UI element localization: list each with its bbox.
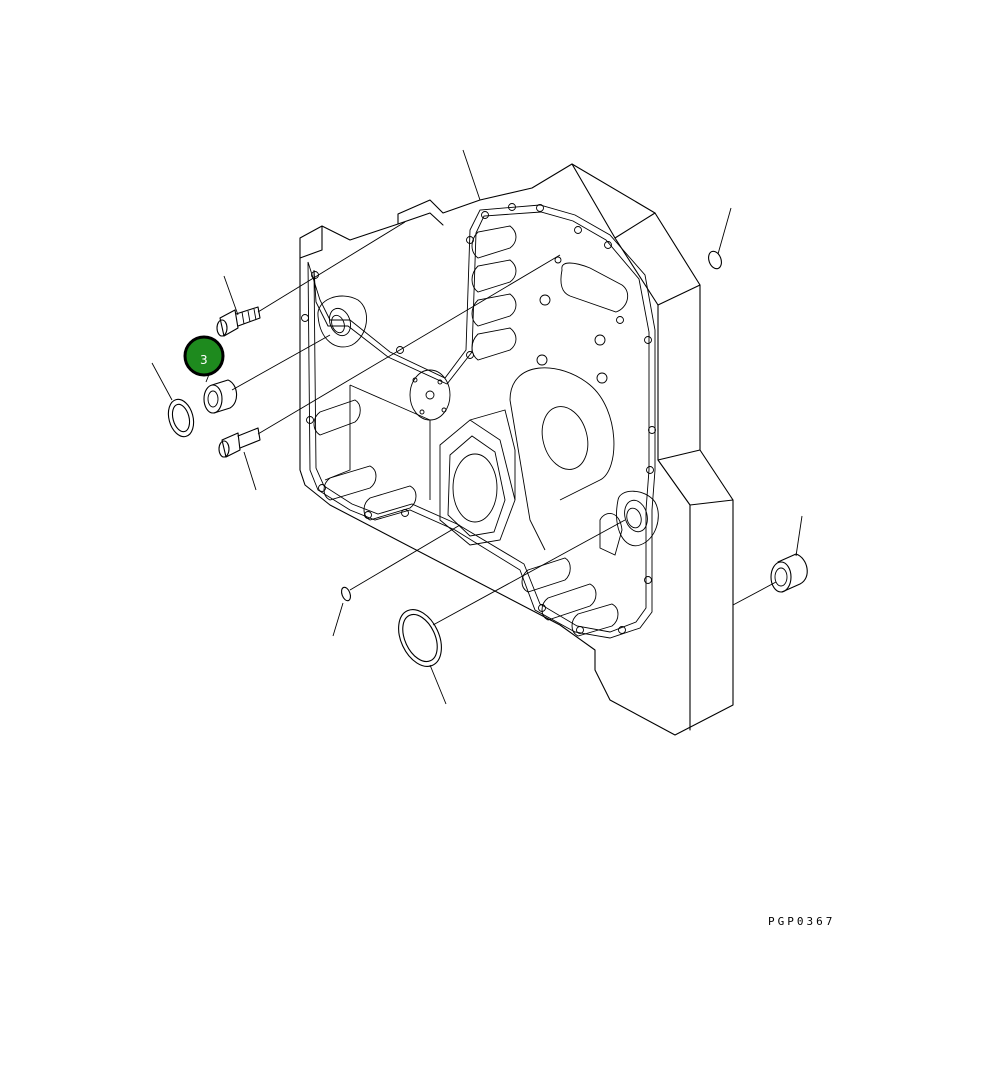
- lower-left-cavity: [313, 384, 431, 521]
- callout-circle[interactable]: [183, 335, 225, 377]
- leader-lines: [151, 149, 803, 705]
- callout-3[interactable]: 3: [183, 335, 225, 377]
- pump-mount-boss: [439, 409, 516, 546]
- front-cover-housing: [299, 163, 734, 736]
- o-ring-upper-right: [708, 250, 722, 270]
- bearing-flange-upper: [317, 295, 367, 348]
- bolt-lower: [218, 427, 261, 458]
- lower-right-ribs: [521, 557, 619, 637]
- upper-ribs: [471, 225, 517, 361]
- bushing-right: [770, 553, 808, 593]
- bolt-upper: [216, 306, 261, 337]
- gasket-flange: [301, 203, 656, 639]
- gasket-bolt-holes: [301, 203, 656, 634]
- round-pad: [409, 369, 451, 421]
- bushing: [203, 379, 238, 414]
- oil-filler-opening: [536, 256, 629, 384]
- callout-label: 3: [200, 353, 208, 367]
- drawing-code: PGP0367: [768, 915, 836, 928]
- oil-seal-lower: [398, 609, 442, 667]
- o-ring-lower: [340, 586, 352, 602]
- oil-seal-left: [167, 398, 195, 438]
- crankshaft-boss: [509, 367, 615, 551]
- bearing-flange-lower: [599, 490, 659, 556]
